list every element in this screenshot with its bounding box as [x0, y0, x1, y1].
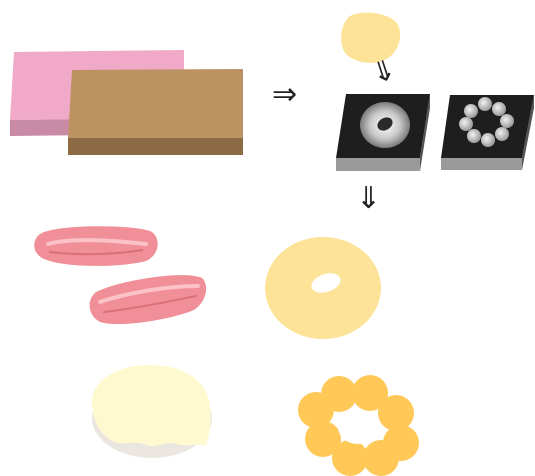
- donut-mold-icon: [336, 94, 430, 171]
- arrow-down-icon: ⇓: [356, 181, 382, 216]
- sausage-pastry-icon: [34, 226, 158, 266]
- tan-block-icon: [68, 69, 243, 155]
- dough-ball-icon: [341, 12, 401, 63]
- pon-de-ring-mold-icon: [441, 95, 534, 170]
- sausage-pastry-icon: [89, 275, 207, 325]
- steamed-bun-icon: [92, 364, 212, 458]
- arrow-right-icon: ⇒: [272, 77, 298, 112]
- donut-icon: [265, 237, 381, 339]
- pon-de-ring-icon: [298, 375, 419, 476]
